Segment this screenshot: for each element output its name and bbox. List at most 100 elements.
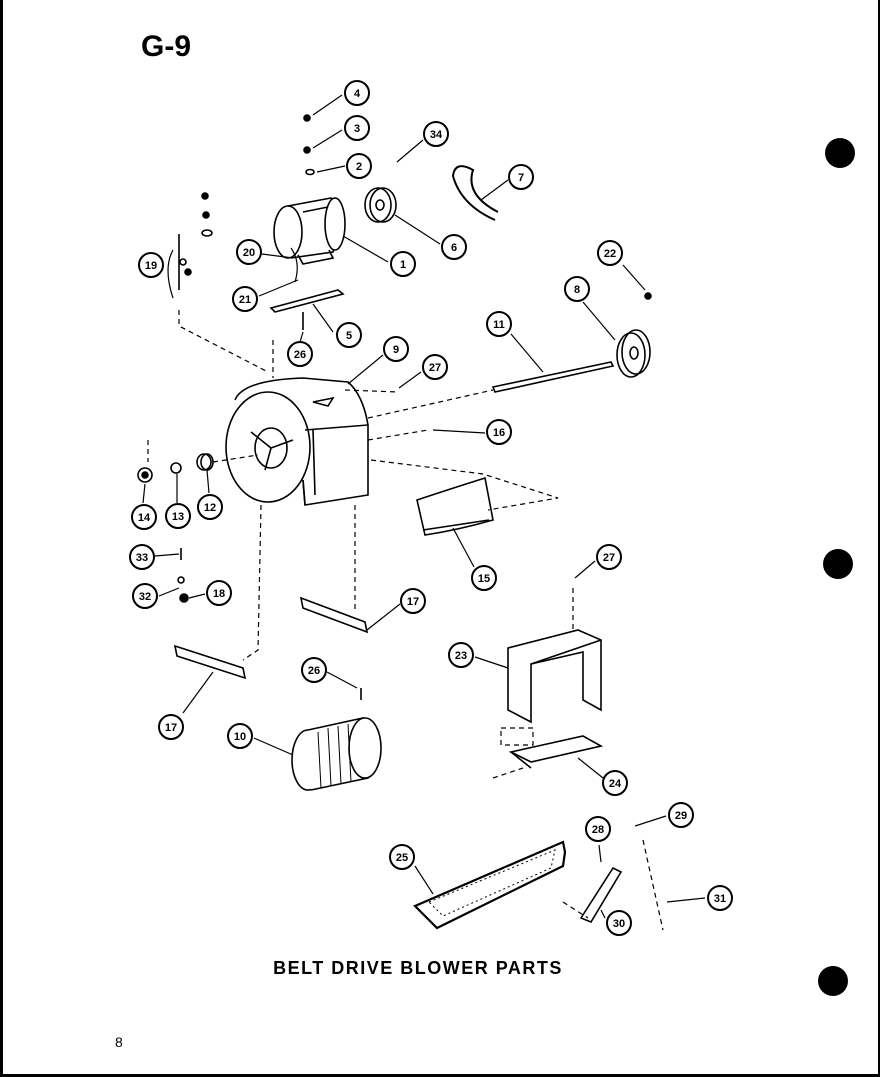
hub-parts-drawing <box>137 453 214 483</box>
callout-circle <box>158 714 184 740</box>
callout-number: 28 <box>592 824 604 836</box>
callout-c17a: 17 <box>400 588 426 614</box>
callout-number: 34 <box>430 129 443 141</box>
callout-c4: 4 <box>344 80 370 106</box>
callout-circle <box>422 354 448 380</box>
callout-circle <box>383 336 409 362</box>
motor-pulley-drawing <box>364 187 397 223</box>
binder-hole-top <box>825 138 855 168</box>
callout-circle <box>707 885 733 911</box>
callout-number: 26 <box>294 349 306 361</box>
callout-c18: 18 <box>206 580 232 606</box>
support-frame-drawing <box>507 629 602 724</box>
callout-number: 14 <box>138 512 151 524</box>
callout-circle <box>596 544 622 570</box>
callout-c16: 16 <box>486 419 512 445</box>
callout-c25: 25 <box>389 844 415 870</box>
callout-circle <box>423 121 449 147</box>
callout-circle <box>486 311 512 337</box>
callout-circle <box>389 844 415 870</box>
callout-circle <box>668 802 694 828</box>
callout-number: 31 <box>714 893 726 905</box>
callout-circle <box>132 583 158 609</box>
callout-circle <box>287 341 313 367</box>
callout-c32: 32 <box>132 583 158 609</box>
belt-drawing <box>451 165 499 221</box>
callout-number: 30 <box>613 918 625 930</box>
callout-circle <box>400 588 426 614</box>
binder-hole-bottom <box>818 966 848 996</box>
callout-number: 10 <box>234 731 246 743</box>
callout-c31: 31 <box>707 885 733 911</box>
callout-number: 19 <box>145 260 157 272</box>
callout-c12: 12 <box>197 494 223 520</box>
section-code: G-9 <box>141 30 192 63</box>
blower-pulley-drawing <box>616 329 651 378</box>
callout-circle <box>606 910 632 936</box>
callout-number: 16 <box>493 427 505 439</box>
mount-stack-drawing <box>178 192 213 290</box>
callout-c2: 2 <box>346 153 372 179</box>
callout-c26a: 26 <box>287 341 313 367</box>
callout-circle <box>344 80 370 106</box>
blower-housing-drawing <box>225 377 369 506</box>
callout-c23: 23 <box>448 642 474 668</box>
diagram-caption: BELT DRIVE BLOWER PARTS <box>273 958 563 978</box>
callout-circle <box>301 657 327 683</box>
callout-circle <box>138 252 164 278</box>
callout-circle <box>206 580 232 606</box>
callout-number: 18 <box>213 588 225 600</box>
part-drawings <box>137 114 652 930</box>
callout-number: 23 <box>455 650 467 662</box>
callout-c20: 20 <box>236 239 262 265</box>
callout-number: 12 <box>204 502 216 514</box>
callout-circle <box>227 723 253 749</box>
motor-bracket-drawing <box>269 289 345 313</box>
callout-c27a: 27 <box>422 354 448 380</box>
callout-c21: 21 <box>232 286 258 312</box>
bracket-upper-drawing <box>299 596 369 634</box>
blower-wheel-drawing <box>291 717 382 791</box>
callout-c30: 30 <box>606 910 632 936</box>
callout-circle <box>346 153 372 179</box>
callout-circle <box>564 276 590 302</box>
callout-c9: 9 <box>383 336 409 362</box>
callout-number: 22 <box>604 248 616 260</box>
callout-number: 7 <box>518 172 524 184</box>
callout-c3: 3 <box>344 115 370 141</box>
filter-bracket-drawing <box>579 866 623 923</box>
callout-number: 26 <box>308 665 320 677</box>
page-number: 8 <box>115 1034 123 1050</box>
callout-number: 3 <box>354 123 360 135</box>
callout-c26b: 26 <box>301 657 327 683</box>
callout-number: 33 <box>136 552 148 564</box>
callout-circle <box>129 544 155 570</box>
callout-number: 9 <box>393 344 399 356</box>
callout-c6: 6 <box>441 234 467 260</box>
filter-drawing <box>413 840 567 930</box>
callout-circle <box>508 164 534 190</box>
callout-number: 25 <box>396 852 408 864</box>
assembly-dashed-lines <box>147 310 664 931</box>
callout-c15: 15 <box>471 565 497 591</box>
motor-drawing <box>273 197 346 283</box>
callout-number: 17 <box>165 722 177 734</box>
callout-c29: 29 <box>668 802 694 828</box>
callout-circle <box>131 504 157 530</box>
callout-number: 32 <box>139 591 151 603</box>
leader-lines <box>142 94 706 919</box>
callout-circle <box>597 240 623 266</box>
callout-c24: 24 <box>602 770 628 796</box>
callout-circle <box>232 286 258 312</box>
binder-hole-middle <box>823 549 853 579</box>
callout-number: 6 <box>451 242 457 254</box>
callout-circle <box>486 419 512 445</box>
callout-c19: 19 <box>138 252 164 278</box>
callout-number: 11 <box>493 319 505 331</box>
callout-c27b: 27 <box>596 544 622 570</box>
shaft-drawing <box>491 361 615 393</box>
callout-circle <box>448 642 474 668</box>
callout-circle <box>165 503 191 529</box>
